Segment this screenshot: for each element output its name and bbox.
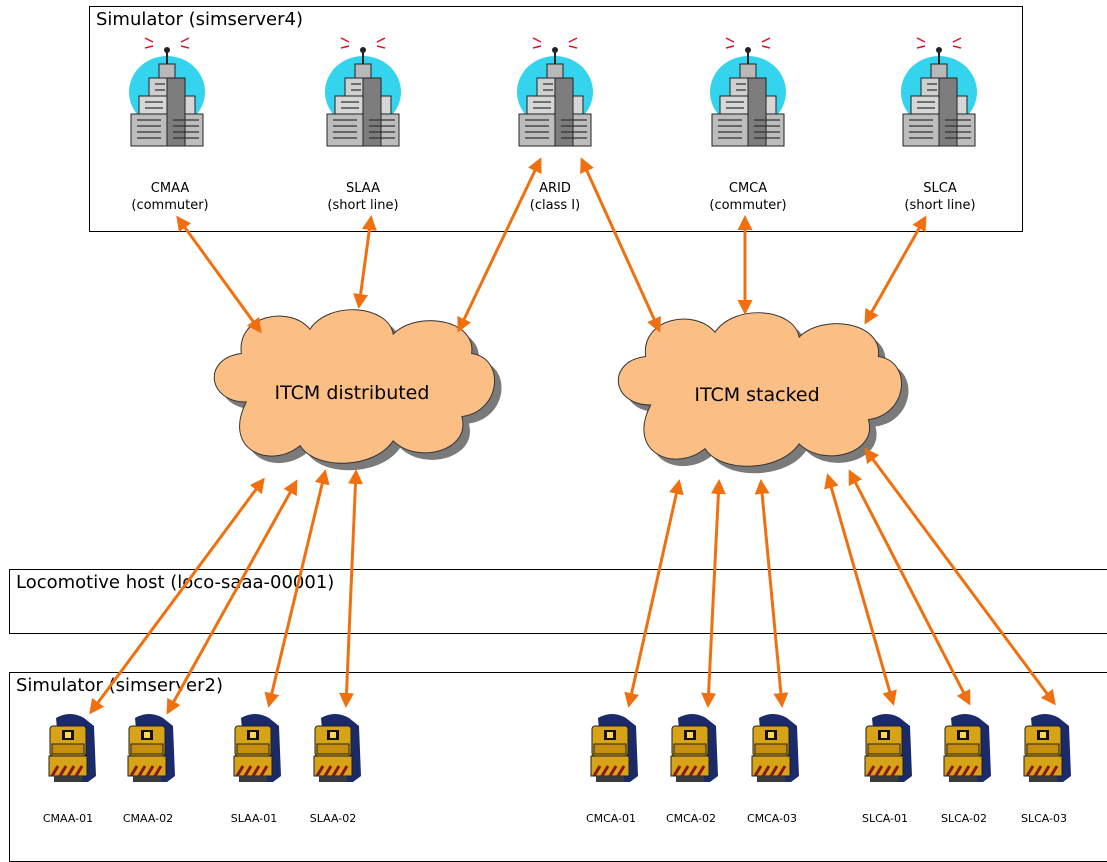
locomotive-label: CMCA-01 xyxy=(585,812,637,825)
locomotive-label: SLCA-02 xyxy=(940,812,988,825)
locomotive-label: CMAA-01 xyxy=(42,812,94,825)
railroad-type: (class I) xyxy=(529,198,581,213)
railroad-code: CMCA xyxy=(728,181,768,196)
locomotive-label: CMCA-03 xyxy=(746,812,798,825)
link-arrow xyxy=(89,477,265,715)
link-arrow xyxy=(754,479,789,708)
railroad-code: SLCA xyxy=(923,181,957,196)
railroad-type: (short line) xyxy=(327,198,399,213)
link-arrow xyxy=(580,157,661,333)
simserver4-title: Simulator (simserver4) xyxy=(96,9,303,30)
railroad-label-slca: SLCA (short line) xyxy=(904,180,975,214)
locomotive-label: SLCA-03 xyxy=(1020,812,1068,825)
railroad-label-cmca: CMCA (commuter) xyxy=(709,180,786,214)
link-arrow xyxy=(353,215,377,309)
railroad-label-slaa: SLAA (short line) xyxy=(327,180,398,214)
link-arrow xyxy=(457,157,542,333)
link-arrow xyxy=(864,215,927,325)
link-arrow xyxy=(824,473,897,706)
link-arrow xyxy=(864,447,1056,706)
railroad-type: (commuter) xyxy=(709,198,787,213)
locomotive-label: SLAA-01 xyxy=(230,812,278,825)
cloud-stacked-label: ITCM stacked xyxy=(694,384,820,406)
locomotive-label: CMAA-02 xyxy=(122,812,174,825)
railroad-label-cmaa: CMAA (commuter) xyxy=(131,180,208,214)
link-arrow xyxy=(264,469,330,708)
railroad-code: ARID xyxy=(539,181,571,196)
railroad-code: SLAA xyxy=(346,181,380,196)
link-arrow xyxy=(701,479,726,708)
link-arrow xyxy=(176,215,262,334)
cloud-distributed-label: ITCM distributed xyxy=(274,382,430,404)
railroad-type: (short line) xyxy=(904,198,976,213)
link-arrow xyxy=(339,469,363,708)
railroad-code: CMAA xyxy=(150,181,190,196)
locomotive-label: CMCA-02 xyxy=(665,812,717,825)
locomotive-label: SLCA-01 xyxy=(861,812,909,825)
railroad-label-arid: ARID (class I) xyxy=(530,180,580,214)
link-arrow xyxy=(624,479,684,708)
railroad-type: (commuter) xyxy=(131,198,209,213)
locomotive-label: SLAA-02 xyxy=(309,812,357,825)
